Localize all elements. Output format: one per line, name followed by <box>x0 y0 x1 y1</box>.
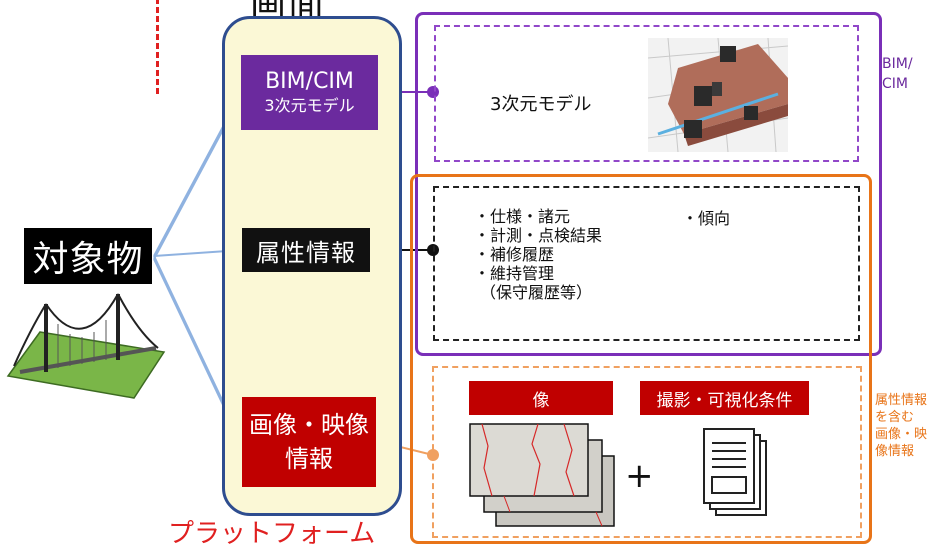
attribute-box <box>433 186 860 341</box>
model-box <box>434 25 859 162</box>
attribute-item: ・維持管理 <box>474 264 555 283</box>
side-label-image: 属性情報 を含む 画像・映 像情報 <box>875 392 927 460</box>
bridge-icon <box>6 293 166 399</box>
plus-sign: + <box>625 456 654 496</box>
red-dashed-lead <box>156 0 163 94</box>
side-label-line: 像情報 <box>875 444 915 459</box>
side-label-line: CIM <box>882 76 908 92</box>
attribute-image-panel <box>410 174 872 544</box>
image-video-node: 画像・映像 情報 <box>242 397 376 487</box>
bim-cim-node: BIM/CIM 3次元モデル <box>241 55 378 130</box>
crack-photos-image <box>469 423 615 527</box>
attribute-item: ・補修履歴 <box>474 245 555 264</box>
attribute-node: 属性情報 <box>242 228 370 272</box>
side-label-line: 画像・映 <box>875 427 928 442</box>
bim-node-line1: BIM/CIM <box>265 68 354 94</box>
platform-label: プラットフォーム <box>168 519 376 549</box>
attribute-list: ・仕様・諸元 ・計測・点検結果 ・補修履歴 ・維持管理 （保守履歴等） <box>474 207 602 302</box>
target-object-label: 対象物 <box>24 228 152 284</box>
image-node-line1: 画像・映像 <box>249 411 369 439</box>
image-box <box>432 366 862 538</box>
side-label-line: BIM/ <box>882 56 913 72</box>
side-label-line: 属性情報 <box>875 393 928 408</box>
attribute-item: ・仕様・諸元 <box>474 207 571 226</box>
condition-header: 撮影・可視化条件 <box>640 381 809 415</box>
3d-model-image <box>648 38 788 152</box>
attribute-item: ・計測・点検結果 <box>474 226 603 245</box>
model-label: 3次元モデル <box>490 94 592 115</box>
bim-panel <box>415 12 882 356</box>
image-node-line2: 情報 <box>285 445 333 473</box>
attribute-item: （保守履歴等） <box>480 283 593 302</box>
bim-node-line2: 3次元モデル <box>264 95 355 115</box>
side-label-bim: BIM/ CIM <box>882 54 913 94</box>
document-stack-icon <box>703 428 767 516</box>
side-label-line: を含む <box>875 410 915 425</box>
image-header: 像 <box>469 381 613 415</box>
trend-item: ・傾向 <box>682 209 731 228</box>
